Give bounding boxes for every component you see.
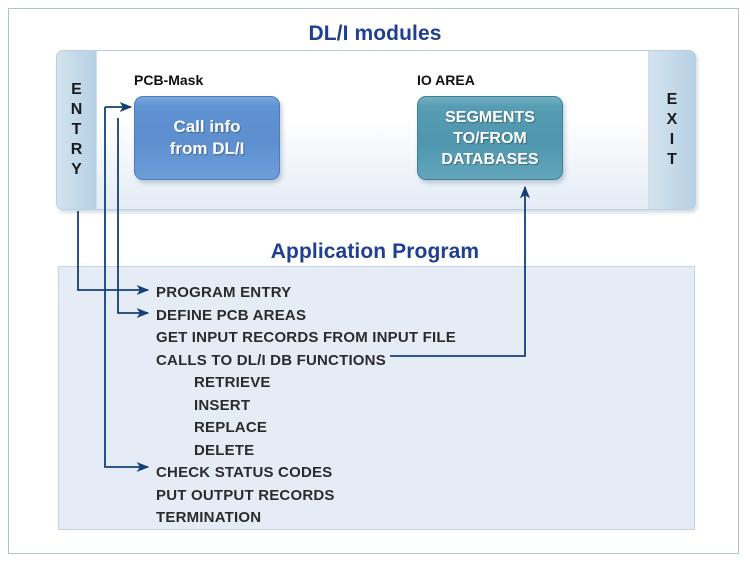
exit-label: E X I T (667, 90, 678, 170)
program-step: PUT OUTPUT RECORDS (156, 486, 335, 504)
exit-letter: X (666, 111, 678, 128)
program-step: CALLS TO DL/I DB FUNCTIONS (156, 351, 386, 369)
exit-letter: E (666, 91, 678, 108)
program-step: CHECK STATUS CODES (156, 464, 333, 481)
entry-letter: E (71, 81, 82, 98)
pcb-mask-line-1: Call info (173, 117, 241, 136)
entry-letter: Y (71, 161, 82, 178)
program-step: PROGRAM ENTRY (156, 284, 292, 301)
program-step: DELETE (194, 441, 255, 459)
exit-column: E X I T (648, 51, 695, 209)
program-step: TERMINATION (156, 509, 262, 526)
io-area-caption: IO AREA (417, 72, 475, 88)
io-area-box: SEGMENTS TO/FROM DATABASES (417, 96, 563, 180)
dli-modules-title: DL/I modules (308, 22, 442, 45)
pcb-mask-box: Call info from DL/I (134, 96, 280, 180)
io-area-line-2: TO/FROM (453, 129, 527, 147)
entry-letter: R (70, 141, 83, 158)
application-program-title: Application Program (270, 240, 480, 263)
program-step: GET INPUT RECORDS FROM INPUT FILE (156, 329, 456, 346)
exit-letter: T (667, 151, 677, 168)
program-step: DEFINE PCB AREAS (156, 306, 307, 324)
program-step-list: PROGRAM ENTRY DEFINE PCB AREAS GET INPUT R… (156, 282, 456, 530)
application-program-panel (58, 266, 695, 530)
entry-column: E N T R Y (57, 51, 97, 209)
exit-letter: I (669, 131, 675, 148)
entry-letter: N (70, 101, 83, 118)
pcb-mask-line-2: from DL/I (169, 139, 245, 158)
program-step: RETRIEVE (194, 374, 271, 391)
entry-label: E N T R Y (71, 80, 83, 180)
io-area-line-3: DATABASES (441, 150, 539, 168)
entry-letter: T (71, 121, 82, 138)
program-step: INSERT (194, 396, 251, 414)
dli-modules-panel: E N T R Y E X I T (56, 50, 696, 210)
pcb-mask-caption: PCB-Mask (134, 72, 204, 88)
io-area-line-1: SEGMENTS (445, 108, 535, 126)
program-step: REPLACE (194, 419, 268, 436)
